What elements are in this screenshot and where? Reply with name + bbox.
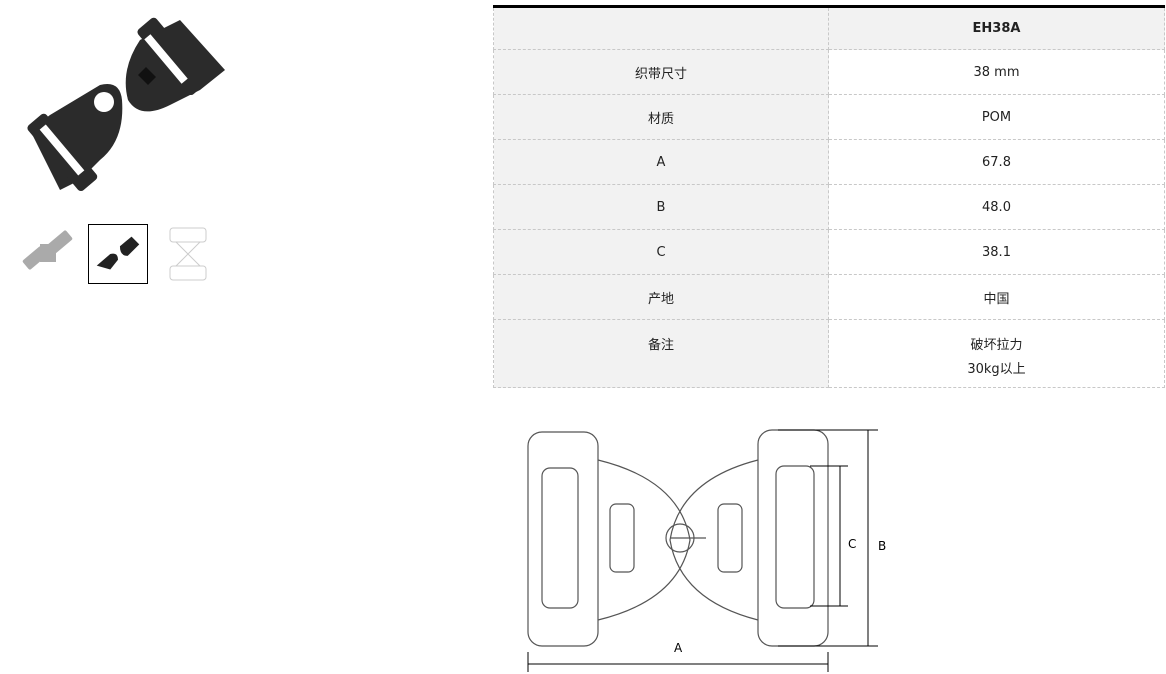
table-header-row: EH38A [493, 6, 1165, 50]
dimension-label-c: C [848, 537, 856, 551]
row-label: 织带尺寸 [493, 49, 829, 95]
row-label: 材质 [493, 94, 829, 140]
model-name: EH38A [828, 6, 1165, 50]
dimension-label-b: B [878, 539, 886, 553]
row-value: 48.0 [828, 184, 1165, 230]
thumbnail-2[interactable] [88, 224, 148, 284]
row-label: 产地 [493, 274, 829, 320]
dimension-label-a: A [674, 641, 683, 655]
thumbnail-1[interactable] [18, 224, 78, 284]
row-value: 67.8 [828, 139, 1165, 185]
row-label: 备注 [493, 319, 829, 388]
row-label: C [493, 229, 829, 275]
note-line-2: 30kg以上 [967, 362, 1026, 377]
row-value: 38 mm [828, 49, 1165, 95]
row-label: B [493, 184, 829, 230]
product-main-image [27, 17, 225, 192]
buckle-gray-icon [22, 230, 73, 270]
buckle-outline-icon [169, 227, 207, 281]
note-line-1: 破坏拉力 [970, 338, 1023, 353]
thumbnail-3[interactable] [158, 224, 218, 284]
row-value: POM [828, 94, 1165, 140]
dimension-drawing: A B C [527, 429, 886, 672]
row-label: A [493, 139, 829, 185]
row-value: 中国 [828, 274, 1165, 320]
table-row-note: 备注 破坏拉力 30kg以上 [493, 319, 1165, 388]
table-row: 产地中国 [493, 274, 1165, 320]
buckle-black-icon [96, 236, 140, 270]
row-value: 38.1 [828, 229, 1165, 275]
